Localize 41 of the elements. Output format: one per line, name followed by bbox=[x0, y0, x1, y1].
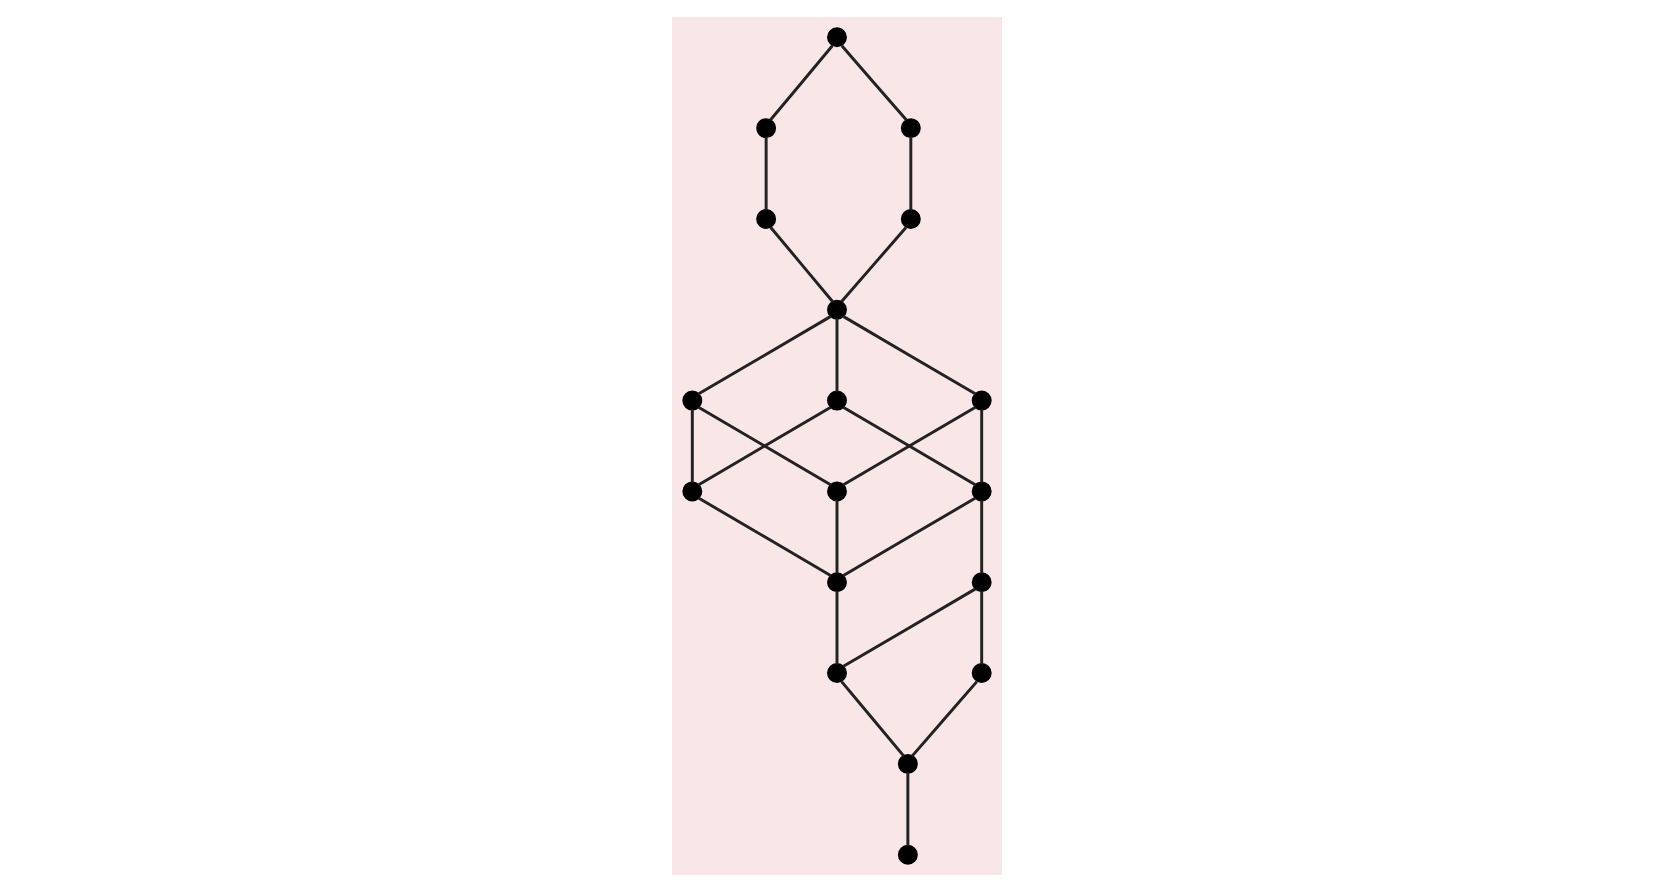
connector bbox=[697, 315, 832, 396]
connector bbox=[842, 587, 977, 668]
connector bbox=[840, 44, 908, 122]
connector bbox=[764, 136, 768, 211]
node-circle bbox=[971, 663, 992, 684]
connector bbox=[980, 590, 984, 665]
connector bbox=[840, 226, 908, 303]
node-circle bbox=[971, 390, 992, 411]
node-circle bbox=[897, 844, 918, 865]
node-circle bbox=[827, 299, 847, 320]
connector bbox=[842, 405, 977, 487]
connector bbox=[835, 318, 839, 392]
node-circle bbox=[897, 753, 918, 774]
connector bbox=[697, 496, 832, 577]
node-circle bbox=[900, 118, 921, 139]
node-circle bbox=[827, 390, 847, 411]
node-circle bbox=[756, 208, 777, 229]
node-circle bbox=[827, 27, 847, 48]
node-circle bbox=[971, 572, 992, 593]
node-circle bbox=[827, 481, 847, 502]
connector bbox=[690, 409, 694, 483]
connector bbox=[835, 590, 839, 665]
connector bbox=[842, 315, 977, 396]
connector bbox=[835, 499, 839, 574]
node-circle bbox=[827, 663, 847, 684]
node-circle bbox=[682, 481, 703, 502]
connector bbox=[909, 136, 913, 211]
node-circle bbox=[827, 572, 847, 593]
connector bbox=[697, 405, 832, 487]
connector bbox=[840, 680, 905, 758]
connector bbox=[980, 499, 984, 574]
node-circle bbox=[756, 118, 777, 139]
node-circle bbox=[682, 390, 703, 411]
connector bbox=[769, 226, 835, 303]
node-circle bbox=[900, 208, 921, 229]
node-circle bbox=[971, 481, 992, 502]
connector bbox=[980, 409, 984, 483]
connector bbox=[906, 772, 910, 847]
connector bbox=[769, 44, 834, 122]
connector bbox=[910, 680, 978, 758]
connector bbox=[842, 496, 977, 577]
